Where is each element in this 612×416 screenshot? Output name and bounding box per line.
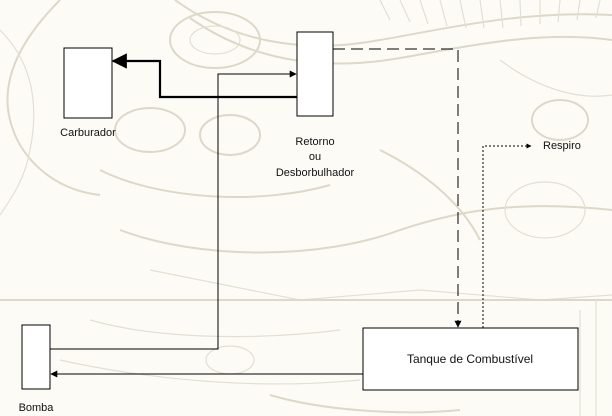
return-label-line2: ou xyxy=(309,151,321,163)
vent-label: Respiro xyxy=(543,140,581,152)
pump-to-return-line xyxy=(50,70,297,350)
fuel-tank-label: Tanque de Combustível xyxy=(407,352,533,366)
return-label-line3: Desborbulhador xyxy=(276,167,355,179)
fuel-tank-box xyxy=(362,327,579,391)
return-debubbler-box xyxy=(296,31,334,117)
tank-to-vent-dotted-line xyxy=(482,143,532,328)
return-to-carburetor-line xyxy=(111,53,297,99)
return-to-tank-dashed-line xyxy=(333,48,462,328)
pump-label: Bomba xyxy=(19,402,55,414)
carburetor-box xyxy=(63,47,113,119)
return-label-line1: Retorno xyxy=(295,136,334,148)
carburetor-label: Carburador xyxy=(60,127,116,139)
pump-box xyxy=(21,324,51,390)
